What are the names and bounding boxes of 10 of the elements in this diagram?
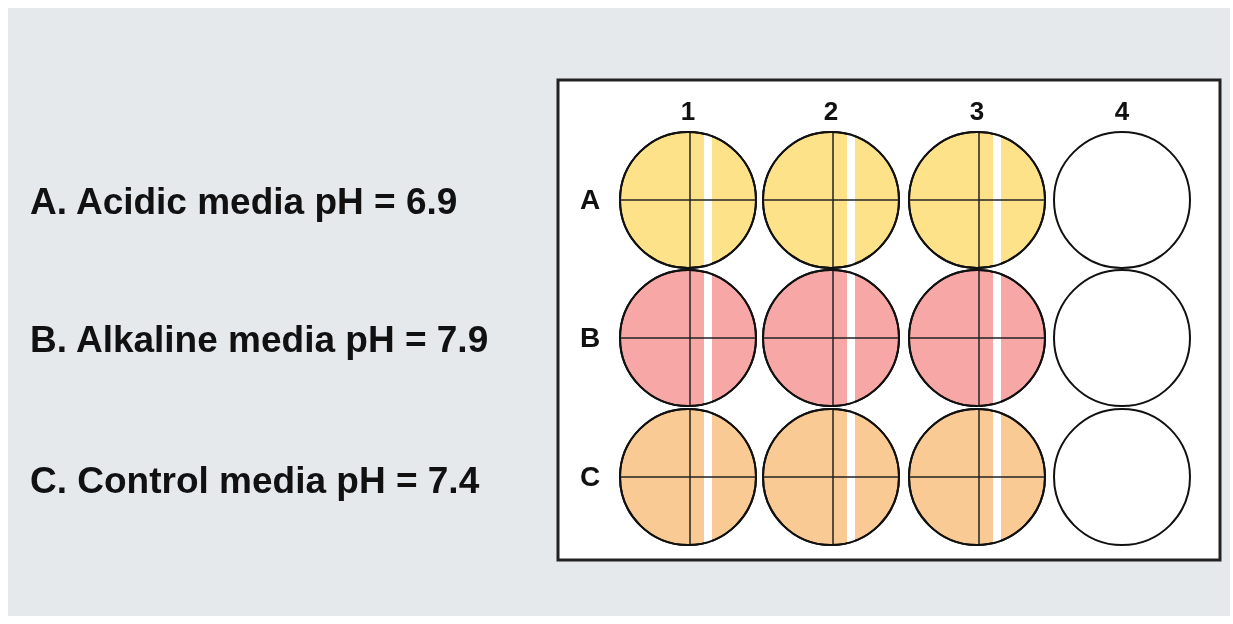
column-number: 4 — [1114, 98, 1130, 124]
column-number: 1 — [680, 98, 696, 124]
condition-label: A. Acidic media pH = 6.9 — [30, 183, 458, 220]
column-number: 3 — [969, 98, 985, 124]
condition-label: C. Control media pH = 7.4 — [30, 462, 480, 499]
row-letter: B — [579, 324, 601, 352]
condition-label: B. Alkaline media pH = 7.9 — [30, 321, 489, 358]
row-letter: A — [579, 186, 601, 214]
column-number: 2 — [823, 98, 839, 124]
row-letter: C — [579, 463, 601, 491]
